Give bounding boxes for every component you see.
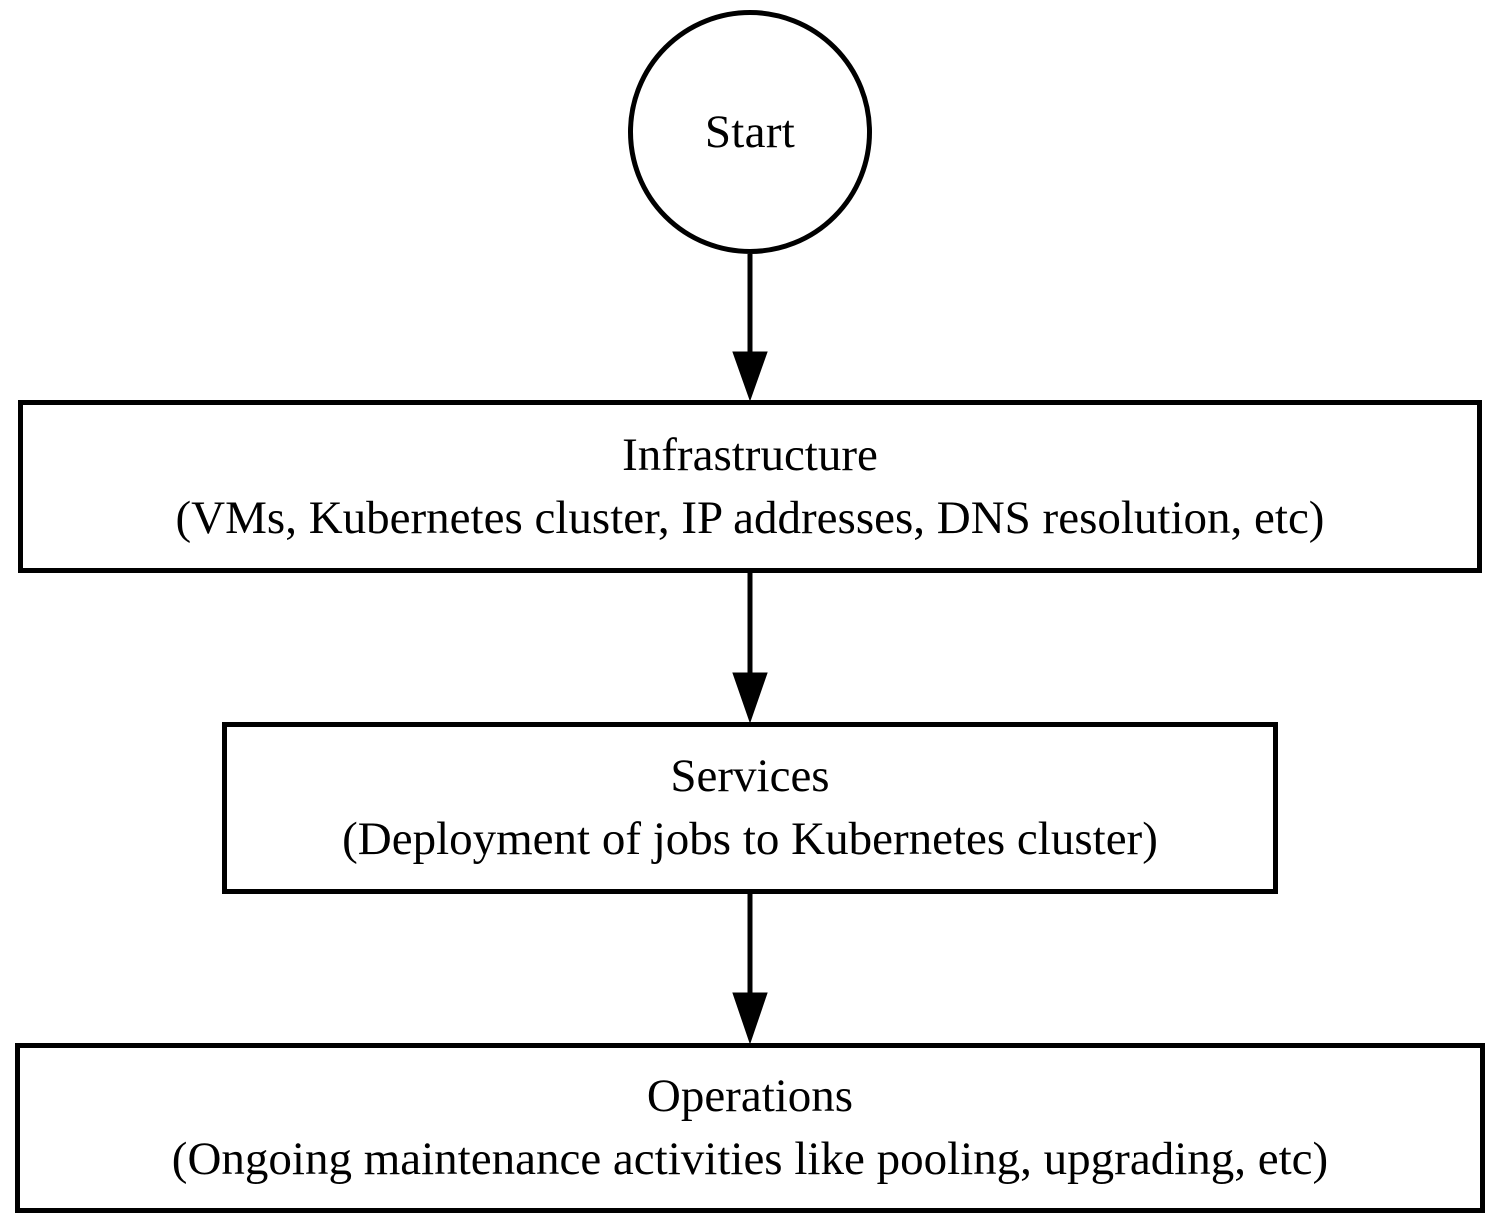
- node-start[interactable]: Start: [628, 10, 872, 254]
- arrowhead-icon: [732, 992, 768, 1045]
- node-services-subtitle: (Deployment of jobs to Kubernetes cluste…: [342, 813, 1158, 865]
- node-infrastructure-title: Infrastructure: [622, 428, 878, 481]
- node-operations[interactable]: Operations (Ongoing maintenance activiti…: [15, 1043, 1485, 1213]
- node-infrastructure[interactable]: Infrastructure (VMs, Kubernetes cluster,…: [18, 400, 1482, 573]
- arrowhead-icon: [732, 351, 768, 402]
- node-operations-subtitle: (Ongoing maintenance activities like poo…: [171, 1133, 1329, 1185]
- node-start-title: Start: [704, 106, 796, 158]
- node-services-title: Services: [670, 750, 830, 802]
- node-services[interactable]: Services (Deployment of jobs to Kubernet…: [222, 722, 1278, 894]
- arrowhead-icon: [732, 672, 768, 724]
- node-operations-title: Operations: [646, 1070, 854, 1122]
- node-infrastructure-subtitle: (VMs, Kubernetes cluster, IP addresses, …: [175, 491, 1325, 544]
